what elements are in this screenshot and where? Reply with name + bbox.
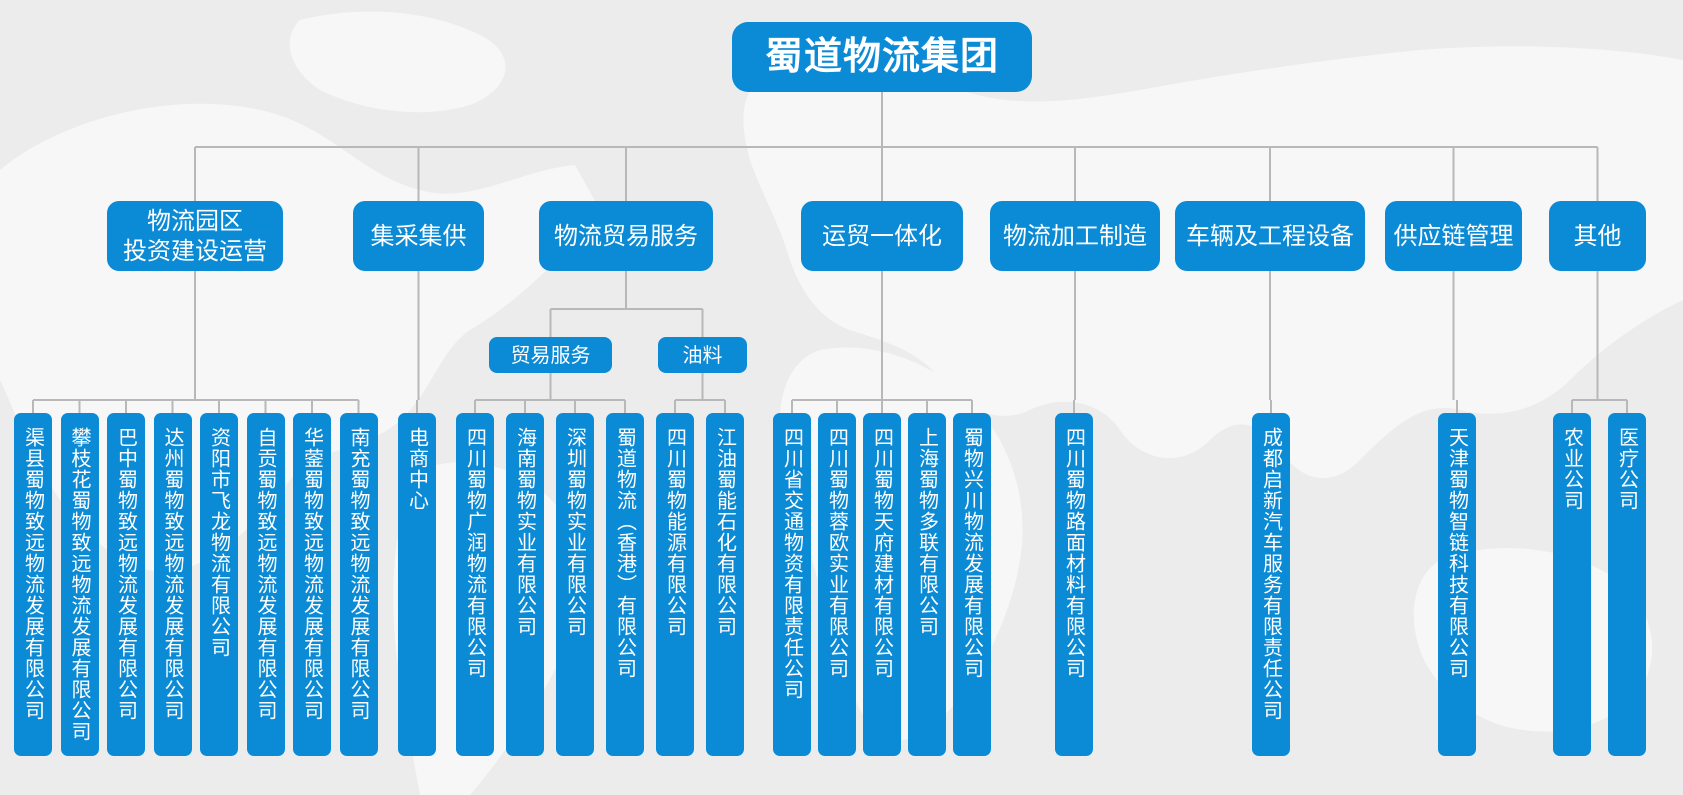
subsidiary-divisions.0.subsidiaries-5: 自贡蜀物致远物流发展有限公司 — [246, 413, 285, 756]
subsidiary-divisions.0.subsidiaries-6: 华蓥蜀物致远物流发展有限公司 — [293, 413, 331, 756]
subsidiary-divisions.3.subsidiaries-4: 蜀物兴川物流发展有限公司 — [953, 413, 991, 756]
division-d4: 运贸一体化 — [801, 201, 963, 271]
subsidiary-divisions.2.groups.0.subsidiaries-0: 四川蜀物广润物流有限公司 — [456, 413, 494, 756]
root-node: 蜀道物流集团 — [732, 22, 1032, 92]
division-d1: 物流园区投资建设运营 — [107, 201, 283, 271]
group-g1: 贸易服务 — [489, 337, 612, 373]
subsidiary-divisions.0.subsidiaries-2: 巴中蜀物致远物流发展有限公司 — [107, 413, 145, 756]
division-d7: 供应链管理 — [1385, 201, 1522, 271]
subsidiary-divisions.0.subsidiaries-7: 南充蜀物致远物流发展有限公司 — [339, 413, 378, 756]
subsidiary-divisions.7.subsidiaries-1: 医疗公司 — [1608, 413, 1646, 756]
subsidiary-divisions.4.subsidiaries-0: 四川蜀物路面材料有限公司 — [1055, 413, 1093, 756]
subsidiary-divisions.6.subsidiaries-0: 天津蜀物智链科技有限公司 — [1438, 413, 1476, 756]
subsidiary-divisions.3.subsidiaries-1: 四川蜀物蓉欧实业有限公司 — [818, 413, 856, 756]
division-d5: 物流加工制造 — [990, 201, 1160, 271]
subsidiary-divisions.2.groups.1.subsidiaries-0: 四川蜀物能源有限公司 — [656, 413, 694, 756]
division-d3: 物流贸易服务 — [539, 201, 713, 271]
subsidiary-divisions.0.subsidiaries-3: 达州蜀物致远物流发展有限公司 — [153, 413, 192, 756]
subsidiary-divisions.2.groups.1.subsidiaries-1: 江油蜀能石化有限公司 — [706, 413, 744, 756]
subsidiary-divisions.5.subsidiaries-0: 成都启新汽车服务有限责任公司 — [1252, 413, 1290, 756]
subsidiary-divisions.0.subsidiaries-1: 攀枝花蜀物致远物流发展有限公司 — [60, 413, 99, 756]
subsidiary-divisions.7.subsidiaries-0: 农业公司 — [1553, 413, 1591, 756]
group-g2: 油料 — [658, 337, 747, 373]
subsidiary-divisions.0.subsidiaries-4: 资阳市飞龙物流有限公司 — [200, 413, 238, 756]
subsidiary-divisions.3.subsidiaries-3: 上海蜀物多联有限公司 — [908, 413, 946, 756]
division-d6: 车辆及工程设备 — [1175, 201, 1365, 271]
subsidiary-divisions.2.groups.0.subsidiaries-2: 深圳蜀物实业有限公司 — [556, 413, 594, 756]
division-d2: 集采集供 — [353, 201, 484, 271]
subsidiary-divisions.0.subsidiaries-0: 渠县蜀物致远物流发展有限公司 — [14, 413, 52, 756]
subsidiary-divisions.2.groups.0.subsidiaries-3: 蜀道物流（香港）有限公司 — [606, 413, 644, 756]
subsidiary-divisions.3.subsidiaries-2: 四川蜀物天府建材有限公司 — [863, 413, 901, 756]
subsidiary-divisions.1.subsidiaries-0: 电商中心 — [398, 413, 436, 756]
subsidiary-divisions.3.subsidiaries-0: 四川省交通物资有限责任公司 — [773, 413, 811, 756]
subsidiary-divisions.2.groups.0.subsidiaries-1: 海南蜀物实业有限公司 — [506, 413, 544, 756]
division-d8: 其他 — [1549, 201, 1646, 271]
